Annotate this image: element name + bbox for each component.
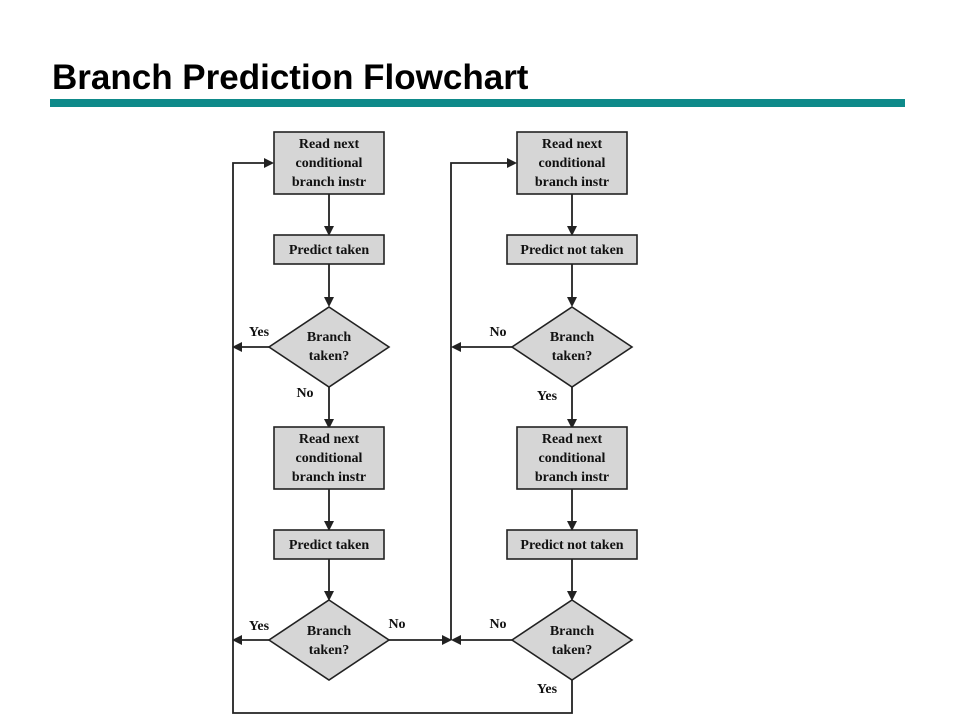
- node-left-read-1-line-1: Read next: [299, 137, 360, 152]
- arrow-down-right-decision1: [567, 297, 577, 307]
- node-left-decision-2-line-2: taken?: [309, 643, 349, 658]
- arrow-left-right-decision2-no: [451, 635, 461, 645]
- node-left-read-2-line-3: branch instr: [292, 470, 366, 485]
- arrow-left-decision2-yes: [232, 635, 242, 645]
- edge-left-outer-loop: [232, 162, 573, 714]
- node-right-read-1-line-1: Read next: [542, 137, 603, 152]
- label-left-decision-2-yes: Yes: [249, 619, 270, 634]
- node-right-read-1: Read next conditional branch instr: [516, 131, 628, 195]
- node-left-decision-2-line-1: Branch: [307, 624, 352, 639]
- label-left-decision-1-no: No: [296, 386, 313, 401]
- node-right-predict-1: Predict not taken: [506, 234, 638, 265]
- node-right-decision-1-line-1: Branch: [550, 330, 595, 345]
- node-right-read-2-line-3: branch instr: [535, 470, 609, 485]
- node-left-predict-1-label: Predict taken: [289, 243, 369, 258]
- node-right-decision-1-line-2: taken?: [552, 349, 592, 364]
- node-left-decision-1-line-1: Branch: [307, 330, 352, 345]
- node-left-read-2-line-1: Read next: [299, 432, 360, 447]
- arrow-down-right-predict1: [567, 226, 577, 236]
- label-left-decision-2-no: No: [388, 617, 405, 632]
- node-right-decision-2: Branch taken?: [510, 599, 634, 681]
- arrow-left-decision1-yes: [232, 342, 242, 352]
- node-right-predict-2-label: Predict not taken: [520, 538, 623, 553]
- title-underline: [50, 99, 905, 107]
- arrow-down-left-read2: [324, 419, 334, 429]
- arrow-down-right-predict2: [567, 521, 577, 531]
- label-left-decision-1-yes: Yes: [249, 325, 270, 340]
- edge-right-inner-loop: [450, 162, 509, 640]
- arrowheads: [232, 158, 577, 645]
- label-right-decision-2-no: No: [489, 617, 506, 632]
- connector-lines: [232, 162, 573, 714]
- node-left-read-1-line-3: branch instr: [292, 175, 366, 190]
- arrow-down-left-predict1: [324, 226, 334, 236]
- node-right-decision-1: Branch taken?: [510, 306, 634, 388]
- arrow-down-right-read2: [567, 419, 577, 429]
- node-right-read-2-line-2: conditional: [539, 451, 606, 466]
- node-left-predict-1: Predict taken: [273, 234, 385, 265]
- node-right-read-1-line-3: branch instr: [535, 175, 609, 190]
- arrow-right-right-read1: [507, 158, 517, 168]
- arrow-left-right-decision1-no: [451, 342, 461, 352]
- node-left-read-2-line-2: conditional: [296, 451, 363, 466]
- node-left-read-2: Read next conditional branch instr: [273, 426, 385, 490]
- node-left-predict-2-label: Predict taken: [289, 538, 369, 553]
- slide-title: Branch Prediction Flowchart: [52, 58, 529, 97]
- node-right-read-2: Read next conditional branch instr: [516, 426, 628, 490]
- node-left-decision-1-line-2: taken?: [309, 349, 349, 364]
- node-left-predict-2: Predict taken: [273, 529, 385, 560]
- node-right-decision-2-line-2: taken?: [552, 643, 592, 658]
- arrow-down-left-decision1: [324, 297, 334, 307]
- label-right-decision-2-yes: Yes: [537, 682, 558, 697]
- node-left-decision-1: Branch taken?: [267, 306, 391, 388]
- arrow-down-left-decision2: [324, 591, 334, 601]
- label-right-decision-1-no: No: [489, 325, 506, 340]
- node-right-decision-2-line-1: Branch: [550, 624, 595, 639]
- arrow-right-left-read1: [264, 158, 274, 168]
- node-right-predict-1-label: Predict not taken: [520, 243, 623, 258]
- arrow-right-left-decision2-no: [442, 635, 452, 645]
- node-right-predict-2: Predict not taken: [506, 529, 638, 560]
- arrow-down-left-predict2: [324, 521, 334, 531]
- node-left-read-1: Read next conditional branch instr: [273, 131, 385, 195]
- node-left-decision-2: Branch taken?: [267, 599, 391, 681]
- node-left-read-1-line-2: conditional: [296, 156, 363, 171]
- label-right-decision-1-yes: Yes: [537, 389, 558, 404]
- arrow-down-right-decision2: [567, 591, 577, 601]
- node-right-read-2-line-1: Read next: [542, 432, 603, 447]
- node-right-read-1-line-2: conditional: [539, 156, 606, 171]
